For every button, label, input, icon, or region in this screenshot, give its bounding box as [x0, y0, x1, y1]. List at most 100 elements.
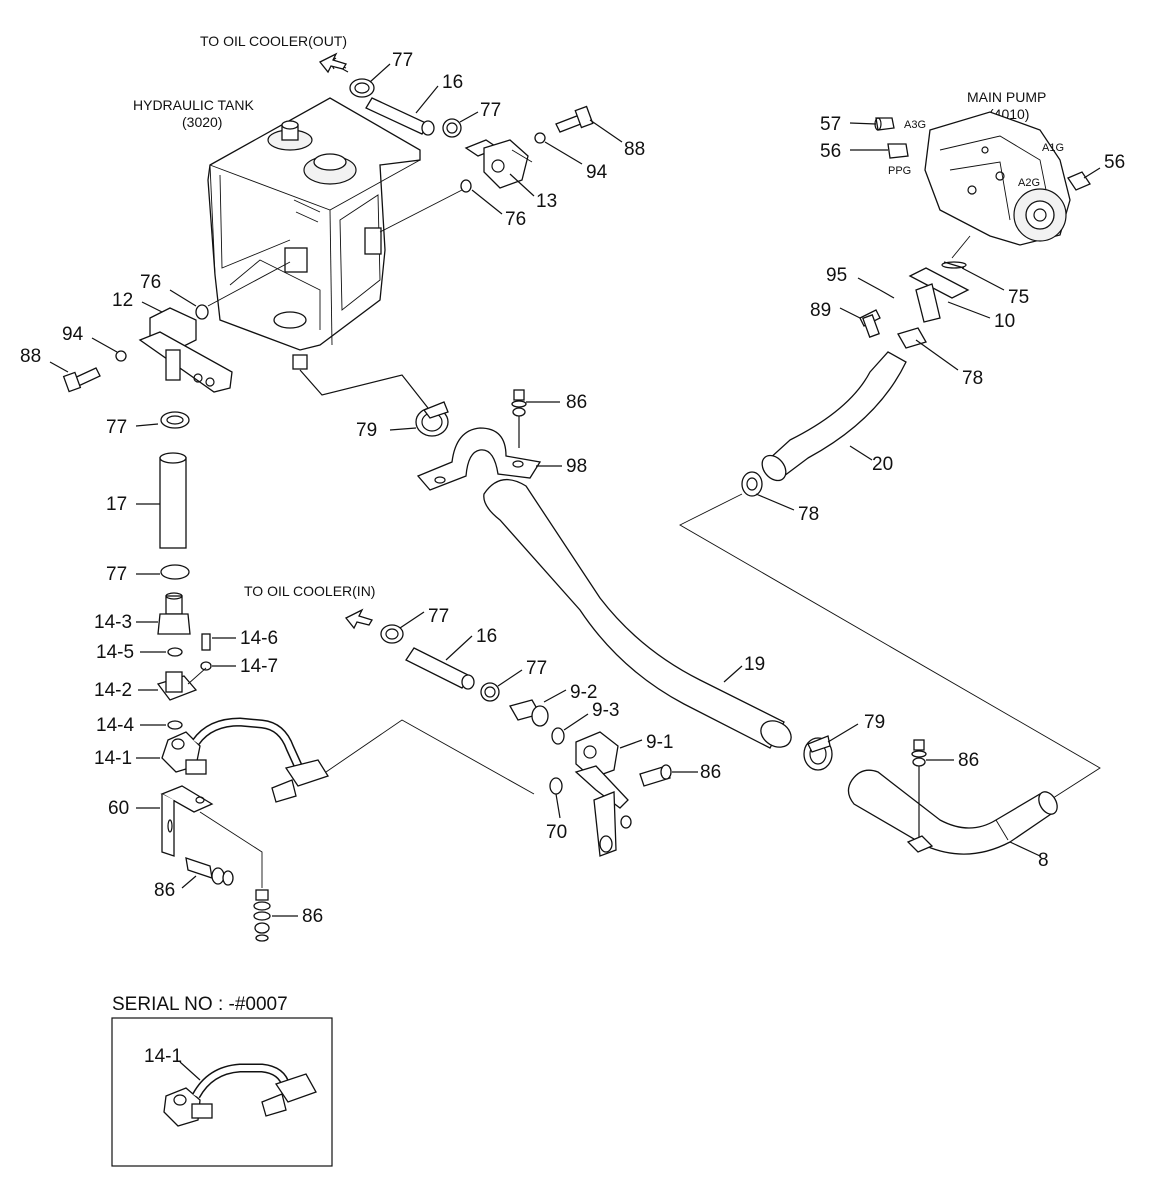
leader-76-right — [471, 189, 503, 215]
label-86-right: 86 — [958, 750, 979, 771]
adapter-9-2 — [509, 699, 549, 727]
leader-14-1-to-70 — [325, 719, 535, 795]
plug-57 — [874, 117, 895, 131]
leader-95 — [857, 277, 881, 291]
leader-tank-13 — [379, 189, 463, 233]
leader-75 — [961, 267, 1005, 291]
bolt-86-top — [511, 389, 527, 448]
inset-label-14-1: 14-1 — [144, 1046, 182, 1067]
title-hydraulic-tank-code: (3020) — [182, 114, 222, 130]
label-14-7: 14-7 — [240, 656, 278, 677]
leader-inset-14-1 — [179, 1061, 201, 1081]
port-a3g: A3G — [904, 119, 926, 131]
label-86-bl1: 86 — [154, 880, 175, 901]
label-14-4: 14-4 — [96, 715, 134, 736]
leader-9-2 — [543, 689, 567, 703]
bolt-86-bl1 — [185, 857, 234, 886]
label-14-2: 14-2 — [94, 680, 132, 701]
bolt-86-mid — [639, 764, 672, 787]
fitting-13 — [464, 139, 533, 189]
label-56-left: 56 — [820, 141, 841, 162]
oring-70 — [549, 777, 563, 795]
label-56-right: 56 — [1104, 152, 1125, 173]
label-77-lower: 77 — [106, 564, 127, 585]
screw-14-6 — [201, 633, 211, 651]
adapter-14-2 — [156, 667, 207, 701]
label-77-in2: 77 — [526, 658, 547, 679]
washer-94-top — [534, 132, 546, 144]
clamp-78-top — [897, 327, 927, 349]
label-14-3: 14-3 — [94, 612, 132, 633]
leader-9-3 — [563, 713, 589, 731]
fitting-14-3 — [157, 592, 191, 635]
leader-86-bl1 — [181, 875, 197, 889]
plug-56-left — [887, 143, 909, 159]
clamp-77-lower — [160, 564, 190, 580]
leader-76-left — [169, 289, 197, 307]
leader-78-mid — [755, 493, 795, 511]
title-hydraulic-tank: HYDRAULIC TANK — [133, 97, 255, 113]
leader-77-left — [135, 423, 159, 427]
leader-88-right — [589, 119, 623, 143]
label-70: 70 — [546, 822, 567, 843]
oring-75 — [941, 261, 967, 269]
oring-76-left — [195, 304, 209, 320]
inset-tube-14-1 — [163, 1063, 317, 1127]
title-to-oil-cooler-in: TO OIL COOLER(IN) — [244, 583, 375, 599]
leader-10 — [947, 301, 991, 319]
label-9-2: 9-2 — [570, 682, 597, 703]
leader-77-top — [369, 63, 391, 83]
leader-56-right — [1083, 167, 1101, 179]
label-79-bottom: 79 — [864, 712, 885, 733]
bracket-98 — [416, 427, 542, 491]
hose-16-in — [405, 647, 475, 690]
bolt-88-top — [555, 105, 594, 133]
serial-title: SERIAL NO : -#0007 — [112, 994, 288, 1015]
hydraulic-tank — [207, 97, 421, 370]
label-88-right: 88 — [624, 139, 645, 160]
label-88-left: 88 — [20, 346, 41, 367]
label-77-in: 77 — [428, 606, 449, 627]
leader-9-1 — [619, 739, 643, 749]
hose-16-top — [365, 97, 435, 136]
label-19: 19 — [744, 654, 765, 675]
clamp-77-in — [380, 624, 404, 644]
oring-9-3 — [551, 727, 565, 745]
leader-79-top — [389, 427, 417, 431]
washer-14-7 — [200, 661, 212, 671]
arrow-in-icon — [344, 608, 373, 630]
label-10: 10 — [994, 311, 1015, 332]
serial-inset-box — [111, 1017, 333, 1167]
label-89: 89 — [810, 300, 831, 321]
label-12: 12 — [112, 290, 133, 311]
bolt-86-bl2 — [253, 889, 271, 942]
label-98: 98 — [566, 456, 587, 477]
label-9-3: 9-3 — [592, 700, 619, 721]
port-a2g: A2G — [1018, 177, 1040, 189]
oring-14-5 — [167, 647, 183, 657]
label-77-left: 77 — [106, 417, 127, 438]
hose-20 — [761, 351, 907, 482]
label-9-1: 9-1 — [646, 732, 673, 753]
leader-8 — [1009, 841, 1041, 857]
leader-13 — [509, 173, 535, 197]
fitting-12 — [138, 307, 233, 393]
leader-16-in — [445, 635, 473, 661]
plug-56-right — [1067, 171, 1091, 191]
label-14-5: 14-5 — [96, 642, 134, 663]
leader-89 — [839, 307, 861, 319]
leader-77-in2 — [497, 669, 523, 687]
port-ppg: PPG — [888, 165, 911, 177]
leader-79-bottom — [827, 723, 859, 743]
leader-77-mid — [459, 111, 479, 123]
bolt-86-right — [906, 739, 934, 853]
label-14-1: 14-1 — [94, 748, 132, 769]
label-75: 75 — [1008, 287, 1029, 308]
bolt-88-left — [62, 367, 101, 393]
label-20: 20 — [872, 454, 893, 475]
leader-94-right — [544, 141, 583, 165]
label-57: 57 — [820, 114, 841, 135]
label-77-top: 77 — [392, 50, 413, 71]
leader-77-in — [399, 611, 425, 629]
